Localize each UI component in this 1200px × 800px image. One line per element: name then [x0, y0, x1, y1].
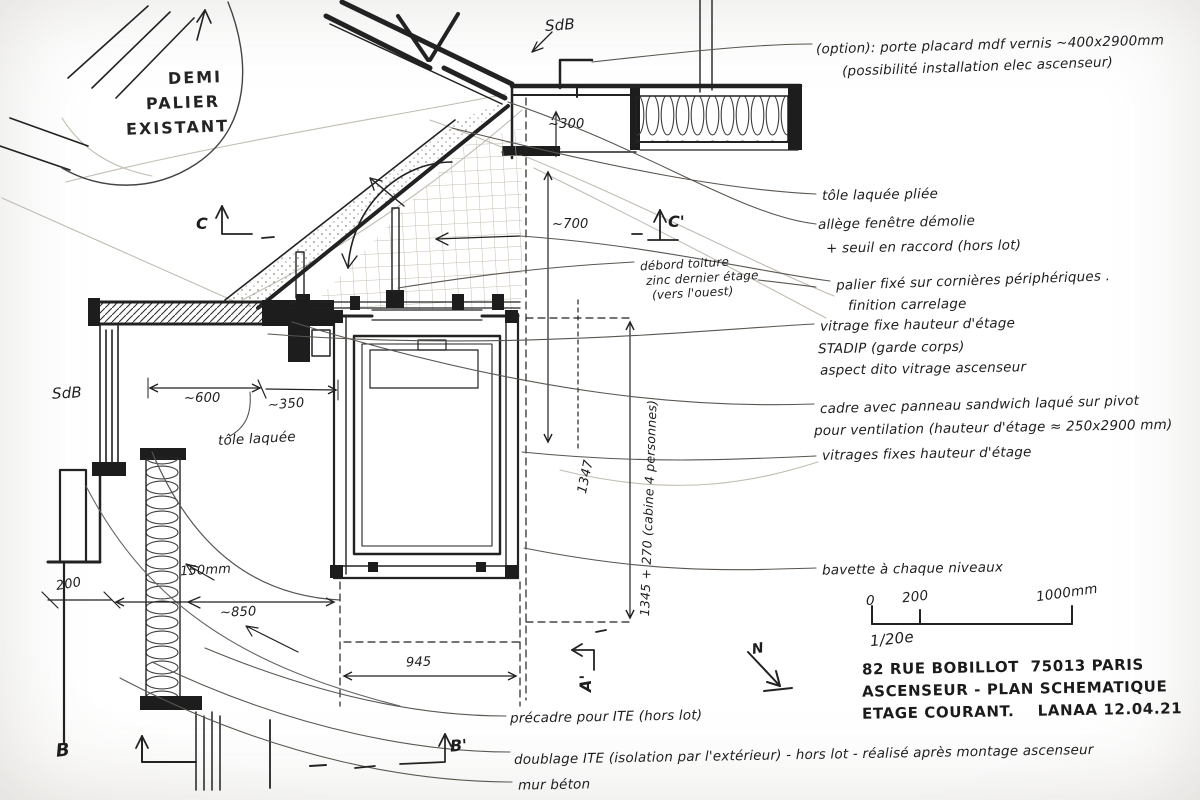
section-marker-b-prime: B': [449, 735, 468, 756]
north-arrow: [747, 651, 793, 692]
room-label-demi-palier-line3: EXISTANT: [125, 116, 230, 139]
room-label-demi-palier-line2: PALIER: [145, 91, 221, 114]
note-stadip: STADIP (garde corps): [817, 338, 965, 358]
note-vitrages-fixes: vitrages fixes hauteur d'étage: [821, 444, 1032, 464]
elevator-shaft: [288, 207, 521, 580]
dim-150: 150mm: [179, 561, 232, 580]
angled-facade-wall: [323, 0, 515, 105]
dim-850: ~850: [219, 604, 257, 621]
landing-textures: [224, 100, 522, 310]
dim-350: ~350: [267, 395, 305, 414]
note-aspect-dito: aspect dito vitrage ascenseur: [819, 359, 1027, 379]
scale-start: 0: [866, 593, 875, 609]
note-vitrage-fixe: vitrage fixe hauteur d'étage: [819, 315, 1016, 335]
section-marker-a-prime: A': [576, 674, 595, 692]
room-label-demi-palier-line1: DEMI: [167, 67, 223, 88]
dim-700: ~700: [552, 217, 589, 232]
room-label-sdb-left: SdB: [51, 383, 83, 403]
scale-bar: [871, 605, 1073, 625]
note-precadre-ite: précadre pour ITE (hors lot): [509, 707, 703, 727]
section-marker-glyphs: [135, 205, 679, 769]
dashed-reference-lines: [339, 97, 633, 707]
elevator-cabin: [352, 334, 502, 556]
tiled-landing: [308, 128, 522, 310]
section-marker-c-prime: C': [668, 212, 685, 231]
note-allege-fenetre: allège fenêtre démolie: [817, 212, 976, 234]
room-label-sdb-top: SdB: [544, 14, 576, 36]
insulation-top: [635, 95, 789, 143]
north-label: N: [750, 640, 765, 658]
note-tole-laquee: tôle laquée: [217, 428, 297, 450]
note-seuil-raccord: + seuil en raccord (hors lot): [825, 237, 1022, 257]
section-marker-c: C: [196, 214, 208, 233]
note-tole-laquee-pliee: tôle laquée pliée: [821, 185, 939, 205]
scale-mid: 200: [901, 587, 930, 607]
section-marker-b: B: [54, 739, 71, 762]
dim-945: 945: [405, 654, 432, 671]
dim-600: ~600: [184, 391, 221, 406]
existing-stair: [0, 1, 244, 186]
note-bavette: bavette à chaque niveaux: [821, 559, 1004, 579]
leader-lines: [119, 43, 831, 783]
dim-300: ~300: [548, 117, 585, 132]
note-finition-carrelage: finition carrelage: [847, 295, 967, 315]
dimension-lines: [41, 110, 635, 681]
note-mur-beton: mur béton: [517, 776, 591, 794]
left-walls: [46, 298, 401, 791]
top-wall-insulated: [501, 0, 803, 160]
